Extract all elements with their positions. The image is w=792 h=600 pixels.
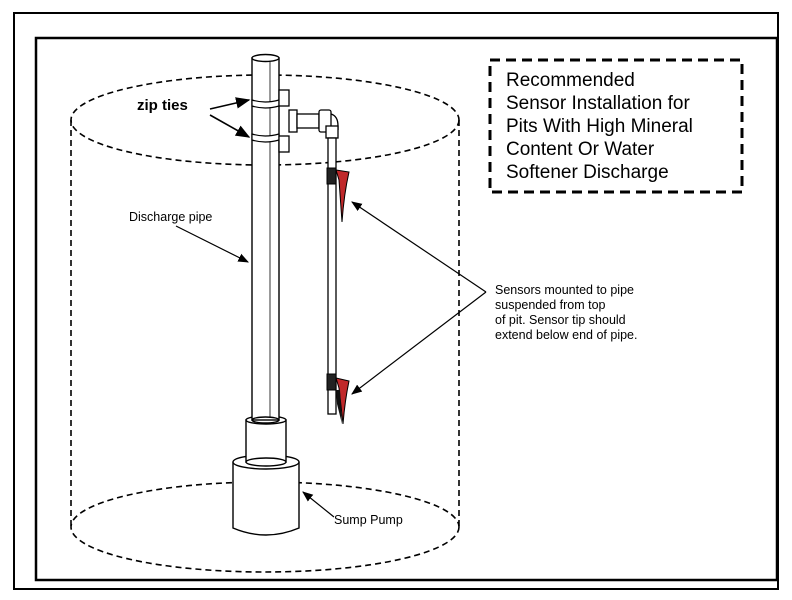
sensor-note-line-1: Sensors mounted to pipe [495,283,634,297]
pit-outline [70,74,460,573]
sensor-note-line-4: extend below end of pipe. [495,328,638,342]
title-line-2: Sensor Installation for [506,93,690,114]
sensor-arrow-lower [351,291,487,395]
discharge-pipe-arrow [175,225,249,263]
zip-tie-arrow-lower [209,114,251,138]
sump-pump-label: Sump Pump [334,513,403,527]
callout-arrows [175,97,487,518]
upper-sensor [326,167,350,223]
discharge-pipe [251,53,280,424]
sump-pump [232,415,300,536]
sump-pump-arrow [302,491,335,518]
sensor-arrow-upper [351,201,487,293]
discharge-pipe-label: Discharge pipe [129,210,213,224]
title-line-3: Pits With High Mineral [506,116,693,137]
sensor-note-line-3: of pit. Sensor tip should [495,313,626,327]
title-box: Recommended Sensor Installation for Pits… [490,60,742,192]
title-line-5: Softener Discharge [506,162,669,183]
zip-ties-label: zip ties [137,97,188,114]
zip-tie-arrow-upper [209,97,251,110]
sensor-note-line-2: suspended from top [495,298,606,312]
sensor-pipe [327,137,337,415]
title-line-1: Recommended [506,70,635,91]
lower-sensor [326,373,350,425]
title-line-4: Content Or Water [506,139,655,160]
sensor-note: Sensors mounted to pipe suspended from t… [495,283,637,343]
inner-frame [34,36,779,582]
